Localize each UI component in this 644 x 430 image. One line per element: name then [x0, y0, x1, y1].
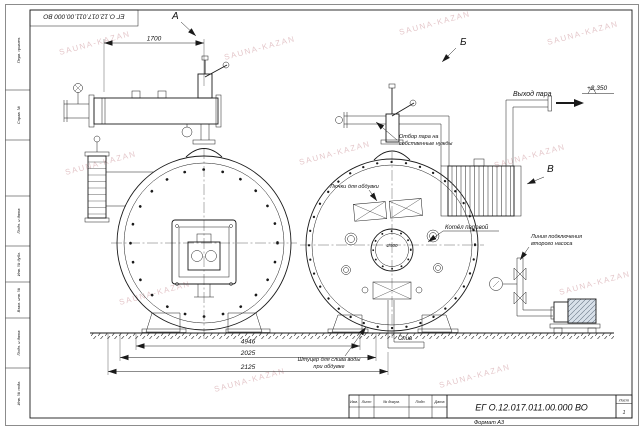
- titleblock-sheet-value: 1: [623, 410, 626, 416]
- steam-outlet-pipe: [505, 95, 552, 166]
- watermark-text: SAUNA-KAZAN: [438, 362, 511, 390]
- watermark-text: SAUNA-KAZAN: [223, 34, 296, 62]
- pump-casing: [553, 301, 569, 323]
- ground-line: [90, 332, 614, 339]
- annotation-drain-fitting-2: при обдувке: [313, 364, 344, 370]
- steam-direction-arrowhead-icon: [574, 99, 584, 107]
- annotation-own-needs-2: собственные нужды: [399, 141, 452, 147]
- dimension-1700: 1700: [147, 36, 162, 43]
- titleblock-col-date: Дата: [433, 400, 444, 404]
- ground-hatch: [90, 333, 614, 339]
- frame-left-label: Подп. и дата: [16, 208, 21, 234]
- pump-motor: [567, 298, 597, 324]
- boiler-side-view: [63, 55, 297, 341]
- safety-valve-right: [373, 83, 417, 161]
- frame-left-label: Подп. и дата: [16, 330, 21, 356]
- annotation-manhole-diameter: Ø500: [385, 243, 398, 248]
- annotations: А Б В Выход пара +2,350 Отбор пара на со…: [171, 11, 614, 370]
- elevation-mark-icon: [587, 85, 597, 94]
- top-left-doc-number: ЕГ О.12.017.011.00.000 ВО: [43, 13, 124, 20]
- format-label: Формат А3: [474, 420, 505, 426]
- feed-pump-unit: [489, 257, 601, 334]
- level-gauge-column: [84, 135, 154, 223]
- titleblock-col-izm: Изм.: [350, 400, 358, 404]
- annotation-pump-line-1: Линия подключения: [530, 234, 582, 240]
- annotation-own-needs-1: Отбор пара на: [399, 134, 438, 140]
- manhole: [370, 228, 414, 272]
- titleblock-col-doc: № докум.: [383, 400, 400, 404]
- dimension-2125: 2125: [240, 364, 256, 371]
- annotation-drain-fitting-1: Штуцер для слива воды: [298, 357, 361, 363]
- support-saddles-left: [141, 312, 271, 333]
- section-mark-v: В: [547, 164, 554, 175]
- section-mark-a: А: [171, 11, 179, 22]
- titleblock-sheet-label: Лист: [618, 398, 630, 403]
- frame-left-label: Перв. примен.: [16, 37, 21, 64]
- drawing-frame: Перв. примен. Справ. № Подп. и дата Инв.…: [5, 4, 639, 426]
- blowoff-hatches: [353, 198, 423, 222]
- watermark-text: SAUNA-KAZAN: [118, 279, 191, 307]
- valve-icon: [513, 267, 527, 281]
- annotation-boiler: Котёл паровой: [445, 224, 489, 231]
- safety-valve-left: [185, 55, 230, 158]
- watermark-text: SAUNA-KAZAN: [64, 149, 137, 177]
- watermark-text: SAUNA-KAZAN: [298, 139, 371, 167]
- boiler-front-view: [300, 83, 552, 349]
- frame-left-label: Инв. № подл.: [16, 381, 21, 406]
- bottom-hatch: [372, 281, 412, 300]
- annotation-drain: Слив: [398, 336, 412, 342]
- watermark-text: SAUNA-KAZAN: [558, 269, 631, 297]
- steam-manifold: [63, 83, 222, 138]
- dimension-2025: 2025: [240, 350, 256, 357]
- burner-door: [171, 219, 237, 298]
- annotation-elevation: +2,350: [587, 85, 607, 92]
- drain-pipe: [387, 300, 425, 349]
- shell-flange-bolts: [307, 160, 477, 330]
- front-flange-bolts: [129, 168, 279, 318]
- title-block: Изм. Лист № докум. Подп. Дата ЕГ О.12.01…: [348, 394, 633, 426]
- shell-fittings: [341, 229, 443, 294]
- watermark-text: SAUNA-KAZAN: [546, 19, 619, 47]
- annotation-steam-outlet: Выход пара: [513, 90, 552, 98]
- dimensions: 1700 4946 2025 2125: [103, 36, 389, 375]
- watermark-text: SAUNA-KAZAN: [398, 9, 471, 37]
- support-saddles-right: [327, 314, 459, 333]
- titleblock-designation: ЕГ О.12.017.011.00.000 ВО: [475, 403, 588, 413]
- economizer-block: [440, 158, 522, 217]
- annotation-pump-line-2: второго насоса: [531, 241, 572, 247]
- frame-left-label: Справ. №: [16, 105, 21, 124]
- frame-left-label: Инв. № дубл.: [16, 252, 21, 277]
- titleblock-col-list: Лист: [361, 400, 372, 404]
- annotation-blow-hatches: Лючки для обдувки: [329, 184, 379, 190]
- frame-left-label: Взам. инв. №: [16, 287, 21, 312]
- titleblock-col-sign: Подп.: [415, 400, 425, 404]
- pressure-gauge-icon: [489, 277, 503, 291]
- pressure-gauge-icon: [181, 126, 193, 138]
- dimension-4946: 4946: [241, 339, 256, 346]
- valve-icon: [513, 291, 527, 305]
- section-mark-b: Б: [460, 37, 467, 48]
